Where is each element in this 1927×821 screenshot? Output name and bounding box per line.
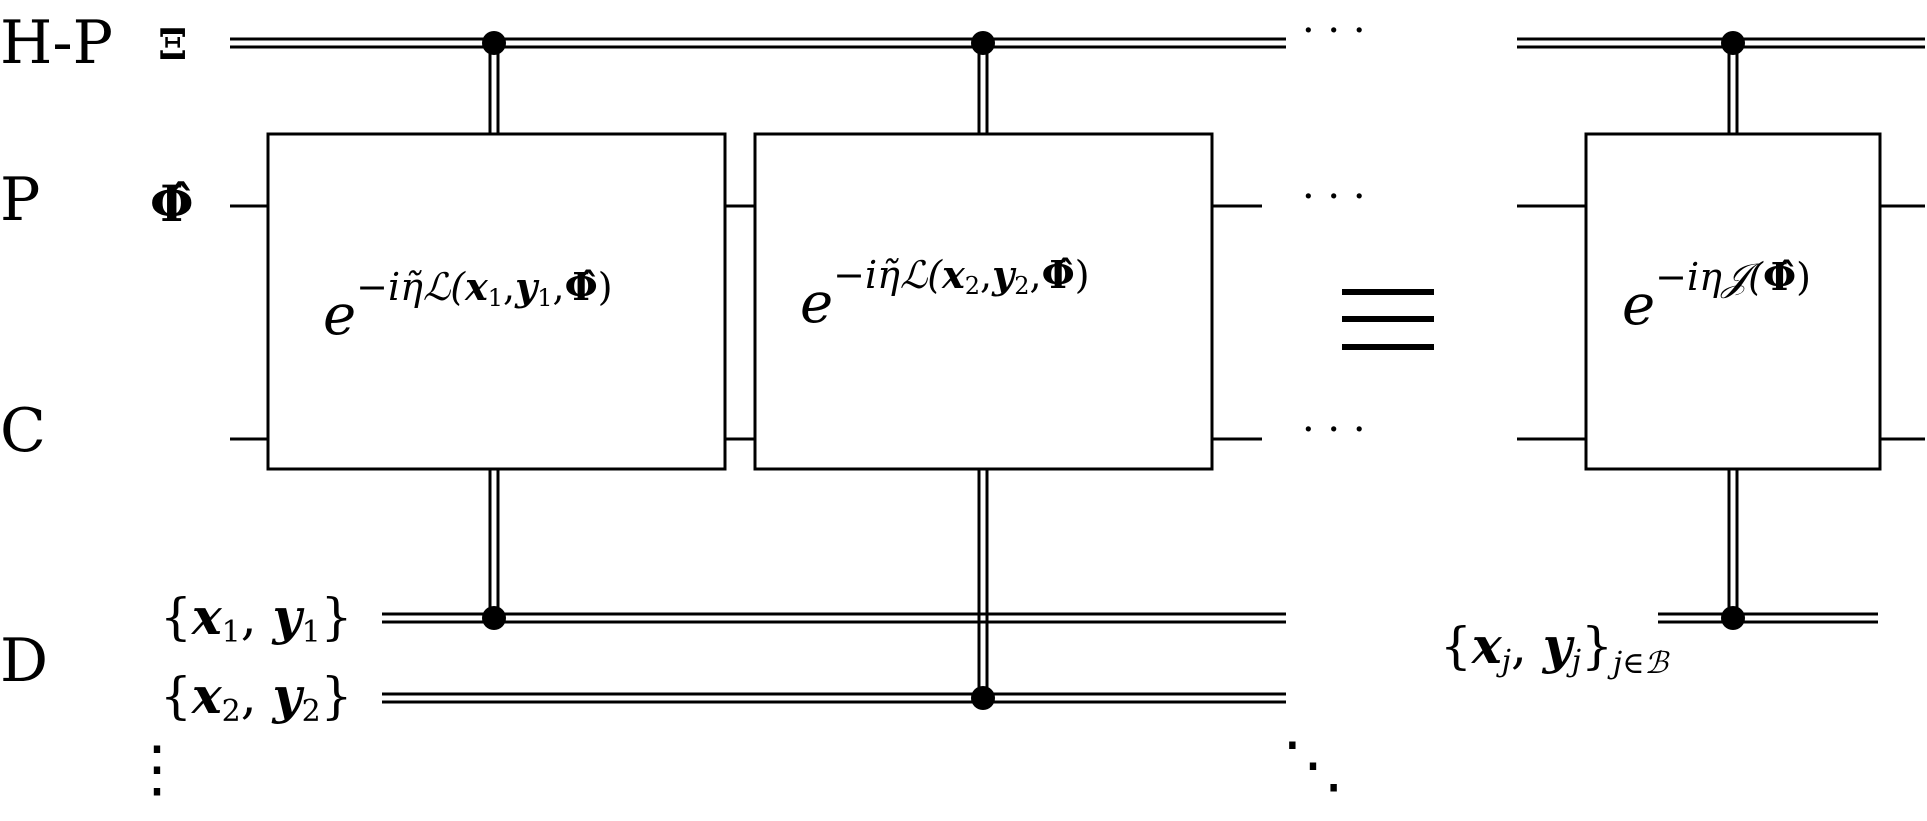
p-ellipsis: · · ·	[1302, 174, 1366, 220]
gate-total-bottom-control-dot	[1721, 606, 1745, 630]
gate1-box	[266, 132, 727, 471]
gate-total-bottom-connector	[1727, 469, 1739, 618]
gate-total-box	[1584, 132, 1882, 471]
gate2-top-control-dot	[971, 31, 995, 55]
gate-total-top-connector	[1727, 43, 1739, 134]
rows-vertical-ellipsis: ⋮	[126, 732, 188, 805]
gate1-label: e−iη̃ℒ(x1,y1,Φ̂)	[323, 264, 613, 348]
gate-total-label: e−iη𝒥(Φ̂)	[1622, 254, 1811, 338]
row-label-c: C	[0, 396, 46, 466]
row-label-p: P	[0, 165, 40, 235]
data2-wire-label: {x2, y2}	[160, 666, 352, 729]
row-label-hp: H-P	[0, 8, 113, 78]
hp-wire-right	[1517, 37, 1925, 49]
gate1-top-control-dot	[482, 31, 506, 55]
data1-wire-label: {x1, y1}	[160, 587, 352, 650]
data-diagonal-ellipsis: ⋱	[1282, 728, 1344, 801]
c-ellipsis: · · ·	[1302, 407, 1366, 453]
hp-wire-left	[230, 37, 1286, 49]
gate1-top-connector	[488, 43, 500, 134]
gate2-top-connector	[977, 43, 989, 134]
gate-total-top-control-dot	[1721, 31, 1745, 55]
dataj-wire	[1658, 612, 1878, 624]
gate2-bottom-control-dot	[971, 686, 995, 710]
hp-ellipsis: · · ·	[1302, 8, 1366, 54]
data1-wire	[382, 612, 1286, 624]
dataj-wire-label: {xj, yj}j∈ℬ	[1440, 616, 1670, 681]
gate2-label: e−iη̃ℒ(x2,y2,Φ̂)	[800, 252, 1090, 336]
equivalence-symbol	[1342, 289, 1434, 350]
gate1-bottom-control-dot	[482, 606, 506, 630]
data2-wire	[382, 692, 1286, 704]
phi-wire-label: Φ̂	[150, 174, 194, 233]
xi-wire-label: Ξ	[158, 20, 188, 69]
gate2-bottom-connector	[977, 469, 989, 698]
gate1-bottom-connector	[488, 469, 500, 618]
row-label-d: D	[0, 626, 48, 696]
gate2-box	[753, 132, 1214, 471]
